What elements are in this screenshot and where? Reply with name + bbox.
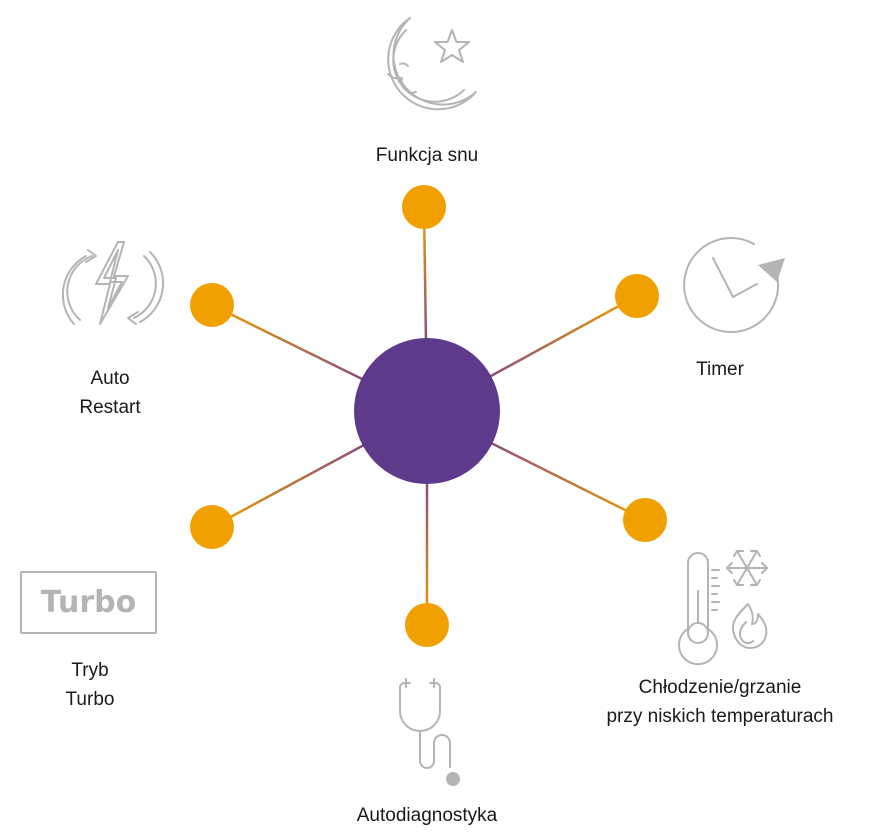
turbo-badge-text: Turbo (40, 585, 137, 620)
label-timer: Timer (696, 359, 744, 380)
node-autodiag (405, 603, 449, 647)
label-sleep: Funkcja snu (375, 145, 479, 166)
hub-circle (354, 338, 500, 484)
label-low-temp: Chłodzenie/grzanie przy niskich temperat… (606, 677, 834, 728)
label-turbo: Tryb Turbo (65, 660, 115, 711)
thermometer-snowflake-flame-icon (678, 550, 768, 666)
node-low-temp (623, 498, 667, 542)
label-auto-restart: Auto Restart (79, 368, 141, 419)
clock-icon (683, 237, 785, 334)
stethoscope-icon (399, 678, 460, 786)
node-timer (615, 274, 659, 318)
label-autodiag: Autodiagnostyka (356, 805, 498, 826)
nodes (190, 185, 667, 647)
turbo-badge-icon: Turbo (20, 571, 157, 634)
node-auto-restart (190, 283, 234, 327)
moon-star-icon (387, 17, 477, 111)
node-turbo (190, 505, 234, 549)
lightning-cycle-icon (61, 241, 165, 325)
node-sleep (402, 185, 446, 229)
